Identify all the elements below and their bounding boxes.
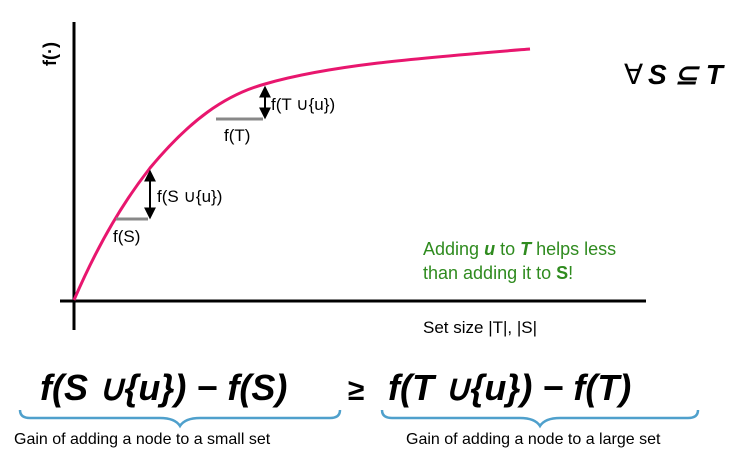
formula-geq: ≥ (348, 374, 364, 407)
left-brace (18, 409, 342, 429)
note-line-1: Adding u to T helps less (423, 239, 616, 259)
f-s-label: f(S) (113, 227, 140, 246)
caption-right: Gain of adding a node to a large set (406, 431, 661, 448)
set-size-label: Set size |T|, |S| (423, 318, 537, 337)
s-subset-t: S ⊆ T (648, 59, 726, 90)
forall-symbol: ∀ (624, 59, 643, 90)
note-line-2: than adding it to S! (423, 263, 573, 283)
f-axis-label: f(·) (40, 42, 60, 66)
f-t-label: f(T) (224, 126, 250, 145)
submodular-curve (72, 47, 531, 301)
formula-left: f(S ∪{u}) − f(S) (40, 367, 287, 408)
right-brace (380, 409, 700, 429)
caption-left: Gain of adding a node to a small set (14, 431, 271, 448)
formula-right: f(T ∪{u}) − f(T) (388, 367, 631, 408)
f-s-u-label: f(S ∪{u}) (157, 187, 222, 206)
f-t-u-label: f(T ∪{u}) (271, 95, 335, 114)
